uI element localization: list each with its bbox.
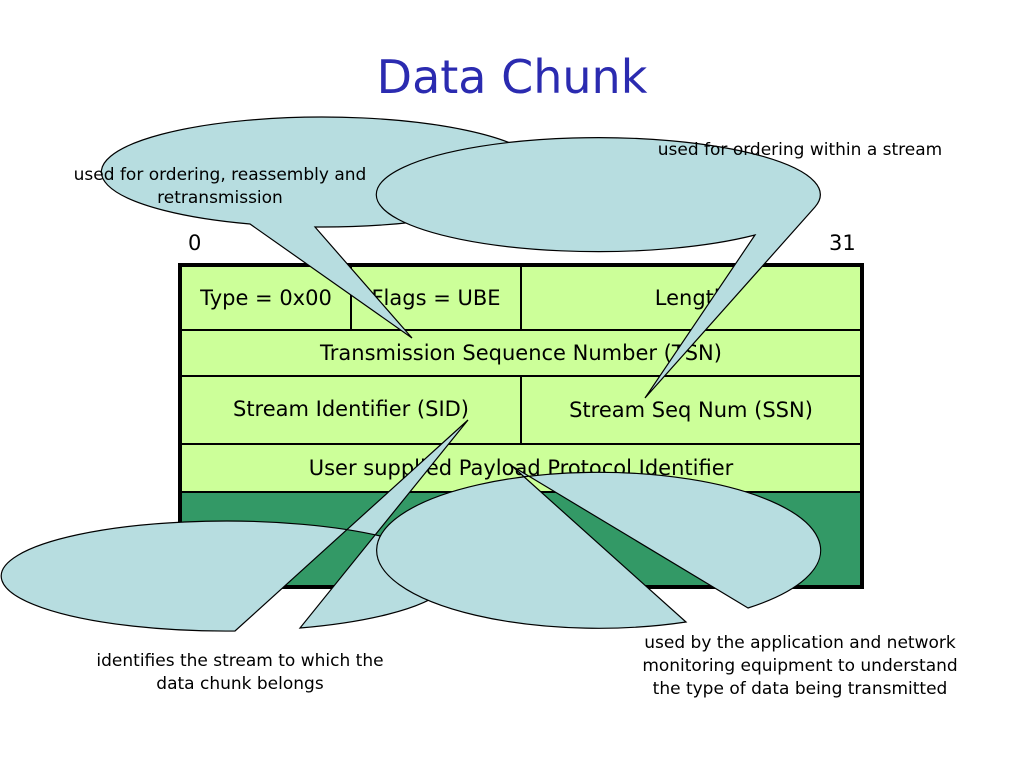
field-sid: Stream Identifier (SID) (181, 376, 521, 444)
bit-end-label: 31 (829, 231, 856, 255)
callout-sid-text: identifies the stream to which the data … (96, 651, 384, 694)
bit-start-label: 0 (188, 231, 202, 255)
page-title: Data Chunk (376, 50, 648, 104)
callout-tsn-text: used for ordering, reassembly and retran… (73, 165, 367, 208)
field-tsn: Transmission Sequence Number (TSN) (181, 330, 861, 376)
callout-ssn-text: used for ordering within a stream (657, 140, 943, 160)
callout-ppi-text: used by the application and network moni… (642, 633, 958, 699)
field-ssn: Stream Seq Num (SSN) (521, 376, 861, 444)
callout-ppi-bubble (376, 465, 822, 629)
callout-ssn-bubble (375, 137, 821, 399)
field-type: Type = 0x00 (181, 266, 351, 330)
field-flags: Flags = UBE (351, 266, 521, 330)
